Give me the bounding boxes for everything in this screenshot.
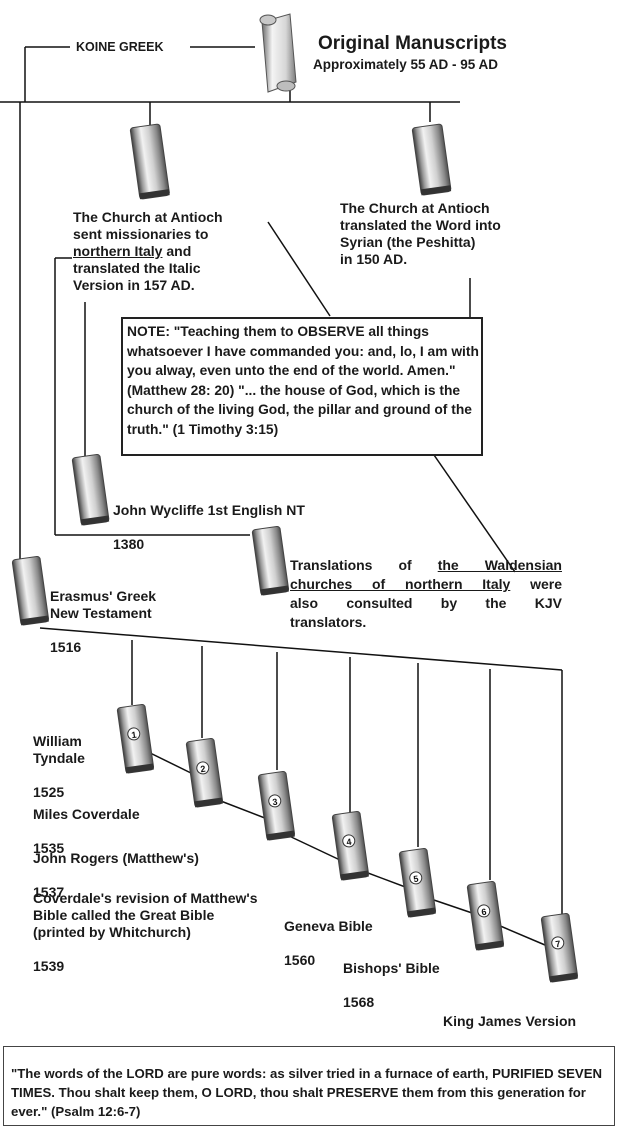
bible-name-4: Coverdale's revision of Matthew's Bible …: [33, 890, 258, 940]
diagram-subtitle: Approximately 55 AD - 95 AD: [313, 57, 499, 72]
book-number-6: 6: [481, 907, 487, 918]
italic-northern-italy: northern Italy: [73, 243, 163, 259]
bible-year-5: 1560: [284, 952, 316, 968]
bible-year-4: 1539: [33, 958, 65, 974]
note-text: NOTE: "Teaching them to OBSERVE all thin…: [127, 324, 479, 437]
syrian-branch-text: The Church at Antioch translated the Wor…: [340, 200, 501, 267]
bible-label-5: Geneva Bible 1560: [284, 901, 414, 969]
book-icon-1: 1: [116, 703, 155, 774]
wycliffe-label: John Wycliffe 1st English NT 1380: [113, 485, 413, 553]
book-number-2: 2: [200, 764, 206, 775]
erasmus-name: Erasmus' Greek New Testament: [50, 588, 157, 621]
bible-name-1: William Tyndale: [33, 733, 85, 766]
bible-name-2: Miles Coverdale: [33, 806, 140, 822]
waldensian-line-1: Translations of the Waldensian: [290, 556, 562, 575]
book-icon-3: 3: [257, 770, 296, 841]
bible-year-2: 1535: [33, 840, 65, 856]
italic-line-2: sent missionaries to: [73, 226, 209, 242]
bible-label-2: Miles Coverdale 1535: [33, 789, 213, 857]
bible-name-5: Geneva Bible: [284, 918, 373, 934]
waldensian-text: Translations of the Waldensian churches …: [290, 556, 562, 632]
bible-year-6: 1568: [343, 994, 375, 1010]
italic-line-1: The Church at Antioch: [73, 209, 223, 225]
wycliffe-name: John Wycliffe 1st English NT: [113, 502, 305, 518]
waldensian-link-1: the Waldensian: [437, 557, 562, 573]
scroll-icon: [259, 13, 297, 93]
italic-line-5: Version in 157 AD.: [73, 277, 195, 293]
waldensian-mid: were: [510, 576, 562, 592]
bible-label-1: William Tyndale 1525: [33, 716, 153, 801]
psalm-quote: "The words of the LORD are pure words: a…: [11, 1066, 603, 1119]
bible-name-6: Bishops' Bible: [343, 960, 440, 976]
book-icon-7: 7: [540, 912, 579, 983]
italic-branch-text: The Church at Antioch sent missionaries …: [73, 209, 293, 294]
koine-greek-label: KOINE GREEK: [72, 39, 168, 56]
waldensian-line-4: translators.: [290, 614, 367, 630]
erasmus-year: 1516: [50, 639, 82, 655]
connector-lines: [0, 46, 563, 946]
waldensian-line-2: churches of northern Italy were: [290, 575, 562, 594]
wycliffe-year: 1380: [113, 536, 145, 552]
bible-label-3: John Rogers (Matthew's) 1537: [33, 833, 273, 901]
bible-year-3: 1537: [33, 884, 65, 900]
diagram-title: Original Manuscripts: [318, 33, 507, 54]
italic-line-4: translated the Italic: [73, 260, 201, 276]
book-icon-4: 4: [331, 810, 370, 881]
book-number-3: 3: [272, 797, 278, 808]
book-number-1: 1: [131, 730, 137, 741]
book-number-4: 4: [346, 837, 352, 848]
book-number-5: 5: [413, 874, 419, 885]
bible-name-3: John Rogers (Matthew's): [33, 850, 199, 866]
waldensian-pre: Translations of: [290, 557, 438, 573]
book-icon-erasmus: [11, 555, 50, 626]
erasmus-label: Erasmus' Greek New Testament 1516: [50, 571, 220, 656]
waldensian-line-3: also consulted by the KJV: [290, 595, 562, 611]
book-icon-italic: [129, 123, 170, 200]
book-icon-wycliffe: [71, 453, 110, 526]
book-icon-5: 5: [398, 847, 437, 918]
book-number-7: 7: [555, 939, 561, 950]
psalm-box: [3, 1046, 615, 1126]
bible-label-4: Coverdale's revision of Matthew's Bible …: [33, 873, 333, 975]
note-box: [121, 317, 483, 456]
book-icon-syrian: [411, 123, 452, 196]
italic-line-3-rest: and: [162, 243, 192, 259]
bible-year-1: 1525: [33, 784, 65, 800]
book-icon-2: 2: [185, 737, 224, 808]
bible-label-6: Bishops' Bible 1568: [343, 943, 473, 1011]
waldensian-link-2: churches of northern Italy: [290, 576, 511, 592]
bible-name-7: King James Version: [443, 1013, 577, 1029]
book-icon-waldensian: [251, 525, 290, 596]
book-icon-6: 6: [466, 880, 505, 951]
